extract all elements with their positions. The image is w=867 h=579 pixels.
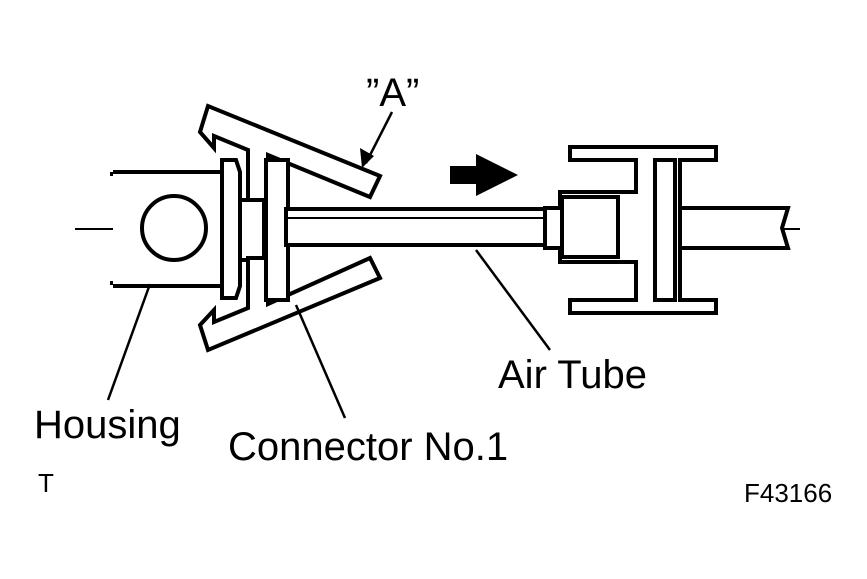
housing-port xyxy=(140,194,208,262)
leader-housing xyxy=(106,283,152,401)
mating-insert xyxy=(560,195,620,259)
direction-arrow-icon xyxy=(450,154,518,196)
label-housing: Housing xyxy=(34,403,181,447)
label-air-tube: Air Tube xyxy=(498,353,647,397)
housing-collar xyxy=(238,198,266,262)
label-detail-a: ”A” xyxy=(366,71,419,115)
label-corner-mark: T xyxy=(38,468,54,498)
housing-flange xyxy=(220,158,242,300)
leader-a-arrowhead xyxy=(360,148,374,168)
mating-socket xyxy=(653,158,677,302)
leader-connector xyxy=(294,304,347,419)
label-figure-code: F43166 xyxy=(744,478,832,508)
leader-air-tube xyxy=(474,249,552,351)
label-connector: Connector No.1 xyxy=(228,425,508,469)
outlet-tube xyxy=(678,206,791,250)
